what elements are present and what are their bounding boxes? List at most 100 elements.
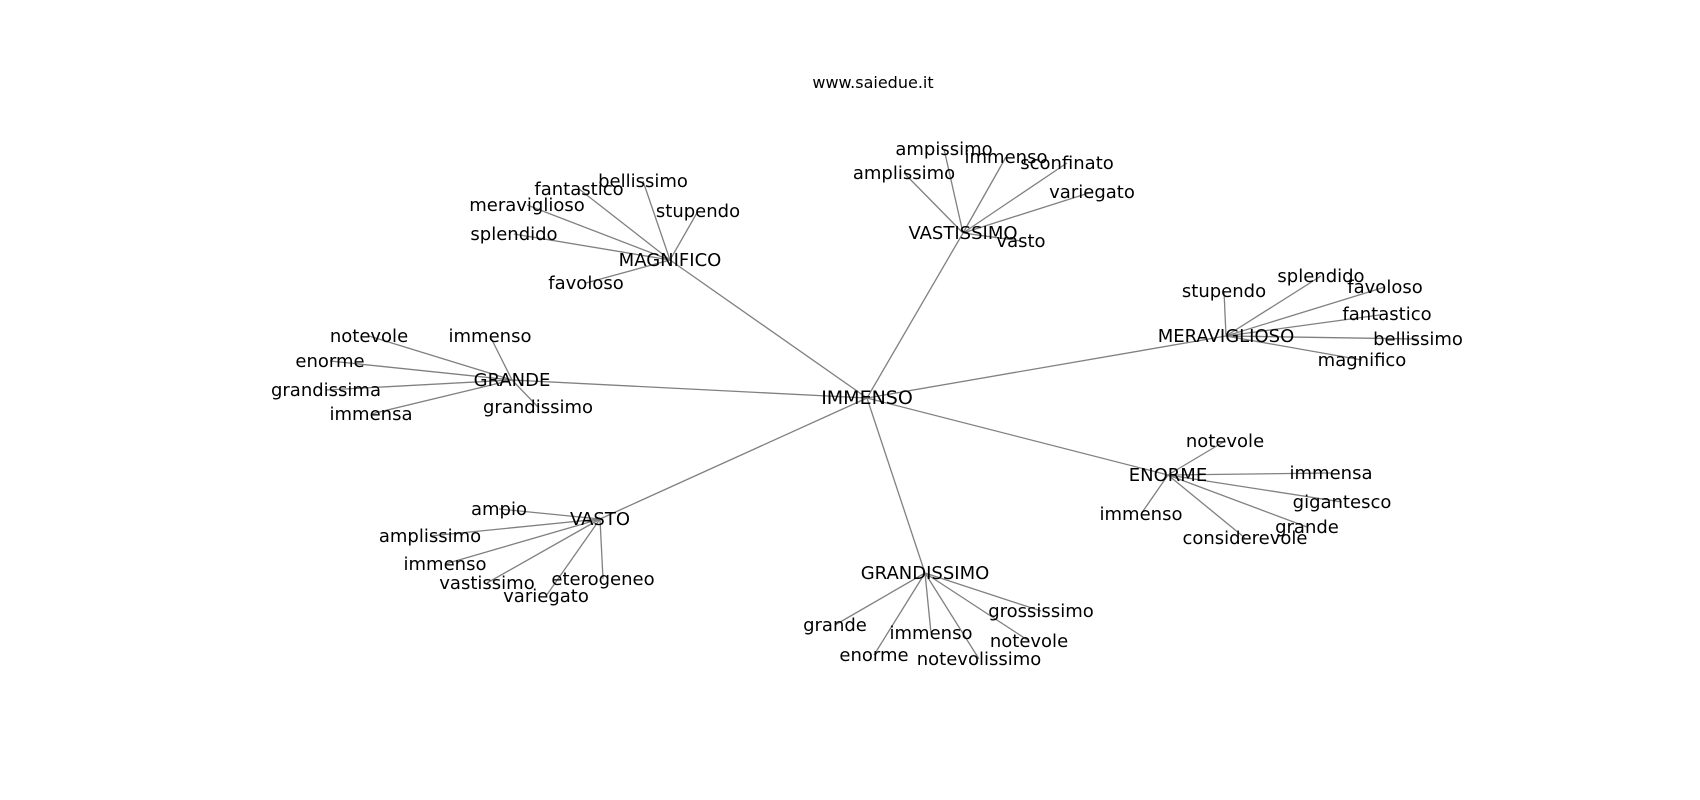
leaf-node-label: stupendo xyxy=(1182,281,1266,302)
edge-vasto-5 xyxy=(545,518,601,597)
leaf-node-label: immenso xyxy=(890,623,973,644)
edge-grande-2 xyxy=(329,360,513,381)
edge-vastissimo-1 xyxy=(962,156,1007,234)
leaf-node-label: amplissimo xyxy=(379,526,481,547)
leaf-node-label: splendido xyxy=(1277,266,1364,287)
cluster-node-label: VASTISSIMO xyxy=(908,223,1017,244)
leaf-node-label: notevole xyxy=(1186,431,1264,452)
edge-meraviglioso-5 xyxy=(1225,335,1363,361)
leaf-node-label: variegato xyxy=(503,586,589,607)
edge-grandissimo-5 xyxy=(924,572,980,660)
center-node-label: IMMENSO xyxy=(821,387,913,409)
edge-grande-3 xyxy=(325,379,513,391)
leaf-node-label: splendido xyxy=(470,224,557,245)
edge-vastissimo-2 xyxy=(903,172,964,234)
edge-grandissimo-0 xyxy=(834,572,926,626)
edge-enorme-3 xyxy=(1140,474,1169,515)
cluster-node-label: ENORME xyxy=(1129,465,1207,486)
edge-grande-1 xyxy=(489,335,513,381)
leaf-node-label: immenso xyxy=(404,554,487,575)
site-watermark: www.saiedue.it xyxy=(812,73,933,92)
leaf-node-label: sconfinato xyxy=(1020,153,1114,174)
cluster-node-label: GRANDE xyxy=(474,370,551,391)
leaf-node-label: bellissimo xyxy=(1373,329,1463,350)
leaf-node-label: stupendo xyxy=(656,201,740,222)
leaf-node-label: amplissimo xyxy=(853,163,955,184)
edge-vasto-4 xyxy=(599,518,604,580)
edge-magnifico-0 xyxy=(642,180,671,261)
edge-grandissimo-3 xyxy=(924,572,1030,642)
edge-vastissimo-5 xyxy=(962,232,1022,242)
leaf-node-label: gigantesco xyxy=(1293,492,1392,513)
edge-magnifico-2 xyxy=(526,204,671,261)
edge-grandissimo-2 xyxy=(924,572,1042,612)
edge-vasto-2 xyxy=(444,518,601,565)
edge-meraviglioso-1 xyxy=(1225,275,1322,337)
edge-vastissimo-0 xyxy=(943,148,964,234)
leaf-node-label: enorme xyxy=(839,645,908,666)
edge-magnifico-5 xyxy=(585,259,671,284)
leaf-node-label: notevolissimo xyxy=(917,649,1042,670)
leaf-node-label: vastissimo xyxy=(439,573,534,594)
edge-meraviglioso-2 xyxy=(1225,286,1386,337)
leaf-node-label: immenso xyxy=(1100,504,1183,525)
edge-grande-4 xyxy=(370,379,513,415)
leaf-node-label: immensa xyxy=(1290,463,1373,484)
graph-labels: IMMENSOMAGNIFICObellissimofantasticomera… xyxy=(271,139,1463,670)
leaf-node-label: fantastico xyxy=(534,179,623,200)
leaf-node-label: immenso xyxy=(449,326,532,347)
leaf-node-label: immensa xyxy=(330,404,413,425)
edge-vastissimo-3 xyxy=(962,162,1068,234)
edge-magnifico-3 xyxy=(669,210,699,261)
edge-center-magnifico xyxy=(669,259,868,399)
edge-magnifico-1 xyxy=(578,188,671,261)
leaf-node-label: grande xyxy=(1275,517,1339,538)
leaf-node-label: eterogeneo xyxy=(551,569,654,590)
edge-magnifico-4 xyxy=(513,233,671,261)
edge-center-vasto xyxy=(599,397,868,520)
edge-center-grandissimo xyxy=(866,397,926,574)
edge-grande-0 xyxy=(368,335,513,381)
edge-grande-5 xyxy=(511,379,539,408)
edge-enorme-0 xyxy=(1167,440,1226,476)
cluster-node-label: MERAVIGLIOSO xyxy=(1158,326,1295,347)
edge-enorme-5 xyxy=(1167,474,1246,539)
leaf-node-label: ampissimo xyxy=(895,139,992,160)
edge-vasto-0 xyxy=(498,508,601,520)
edge-center-meraviglioso xyxy=(866,335,1227,399)
edge-grandissimo-4 xyxy=(873,572,926,656)
leaf-node-label: enorme xyxy=(295,351,364,372)
leaf-node-label: notevole xyxy=(990,631,1068,652)
edge-center-grande xyxy=(511,379,868,399)
leaf-node-label: notevole xyxy=(330,326,408,347)
edge-meraviglioso-0 xyxy=(1223,290,1227,337)
leaf-node-label: magnifico xyxy=(1318,350,1407,371)
leaf-node-label: vasto xyxy=(996,231,1045,252)
cluster-node-label: MAGNIFICO xyxy=(619,250,722,271)
graph-edges xyxy=(325,148,1419,660)
cluster-node-label: VASTO xyxy=(570,509,630,530)
edge-center-enorme xyxy=(866,397,1169,476)
leaf-node-label: favoloso xyxy=(1347,277,1422,298)
leaf-node-label: variegato xyxy=(1049,182,1135,203)
edge-vastissimo-4 xyxy=(962,191,1093,234)
leaf-node-label: bellissimo xyxy=(598,171,688,192)
edge-enorme-1 xyxy=(1167,472,1332,476)
edge-vasto-1 xyxy=(429,518,601,537)
edge-enorme-4 xyxy=(1167,474,1308,528)
leaf-node-label: immenso xyxy=(965,147,1048,168)
leaf-node-label: considerevole xyxy=(1182,528,1307,549)
leaf-node-label: grandissima xyxy=(271,380,381,401)
leaf-node-label: favoloso xyxy=(548,273,623,294)
leaf-node-label: grande xyxy=(803,615,867,636)
leaf-node-label: ampio xyxy=(471,499,527,520)
leaf-node-label: grandissimo xyxy=(483,397,593,418)
edge-center-vastissimo xyxy=(866,232,964,399)
edge-meraviglioso-3 xyxy=(1225,313,1388,337)
edge-enorme-2 xyxy=(1167,474,1343,503)
leaf-node-label: meraviglioso xyxy=(469,195,585,216)
edge-grandissimo-1 xyxy=(924,572,932,634)
leaf-node-label: fantastico xyxy=(1342,304,1431,325)
edge-vasto-3 xyxy=(486,518,601,584)
